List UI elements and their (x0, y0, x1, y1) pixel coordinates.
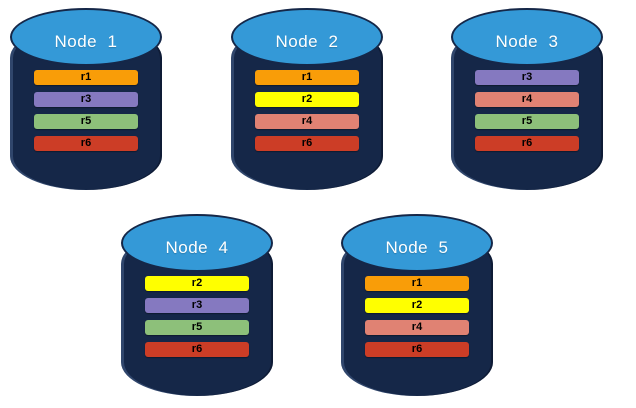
replica-bar-r6[interactable]: r6 (475, 136, 579, 151)
replica-list: r2 r3 r5 r6 (145, 276, 249, 357)
node-label: Node 4 (165, 237, 229, 257)
node-1[interactable]: Node 1 r1 r3 r5 r6 (10, 8, 162, 190)
node-cylinder-top: Node 3 (451, 8, 603, 66)
replica-bar-r1[interactable]: r1 (365, 276, 469, 291)
replica-bar-r1[interactable]: r1 (255, 70, 359, 85)
node-3[interactable]: Node 3 r3 r4 r5 r6 (451, 8, 603, 190)
node-cylinder-top: Node 1 (10, 8, 162, 66)
replica-list: r1 r2 r4 r6 (365, 276, 469, 357)
replica-list: r3 r4 r5 r6 (475, 70, 579, 151)
replica-bar-r5[interactable]: r5 (145, 320, 249, 335)
node-cylinder-top: Node 4 (121, 214, 273, 272)
replica-bar-r5[interactable]: r5 (475, 114, 579, 129)
replica-bar-r6[interactable]: r6 (34, 136, 138, 151)
replica-bar-r1[interactable]: r1 (34, 70, 138, 85)
replica-bar-r4[interactable]: r4 (475, 92, 579, 107)
node-label: Node 1 (54, 31, 118, 51)
node-label: Node 3 (495, 31, 559, 51)
replica-bar-r4[interactable]: r4 (365, 320, 469, 335)
replica-bar-r2[interactable]: r2 (255, 92, 359, 107)
node-5[interactable]: Node 5 r1 r2 r4 r6 (341, 214, 493, 396)
node-cylinder-top: Node 2 (231, 8, 383, 66)
node-label: Node 5 (385, 237, 449, 257)
node-label: Node 2 (275, 31, 339, 51)
replica-bar-r3[interactable]: r3 (34, 92, 138, 107)
node-4[interactable]: Node 4 r2 r3 r5 r6 (121, 214, 273, 396)
replica-bar-r6[interactable]: r6 (145, 342, 249, 357)
replica-list: r1 r3 r5 r6 (34, 70, 138, 151)
replica-bar-r2[interactable]: r2 (365, 298, 469, 313)
replica-bar-r4[interactable]: r4 (255, 114, 359, 129)
replica-bar-r2[interactable]: r2 (145, 276, 249, 291)
replica-bar-r3[interactable]: r3 (145, 298, 249, 313)
node-2[interactable]: Node 2 r1 r2 r4 r6 (231, 8, 383, 190)
node-cylinder-top: Node 5 (341, 214, 493, 272)
replica-list: r1 r2 r4 r6 (255, 70, 359, 151)
replica-bar-r5[interactable]: r5 (34, 114, 138, 129)
replica-bar-r6[interactable]: r6 (365, 342, 469, 357)
replica-bar-r3[interactable]: r3 (475, 70, 579, 85)
replica-bar-r6[interactable]: r6 (255, 136, 359, 151)
